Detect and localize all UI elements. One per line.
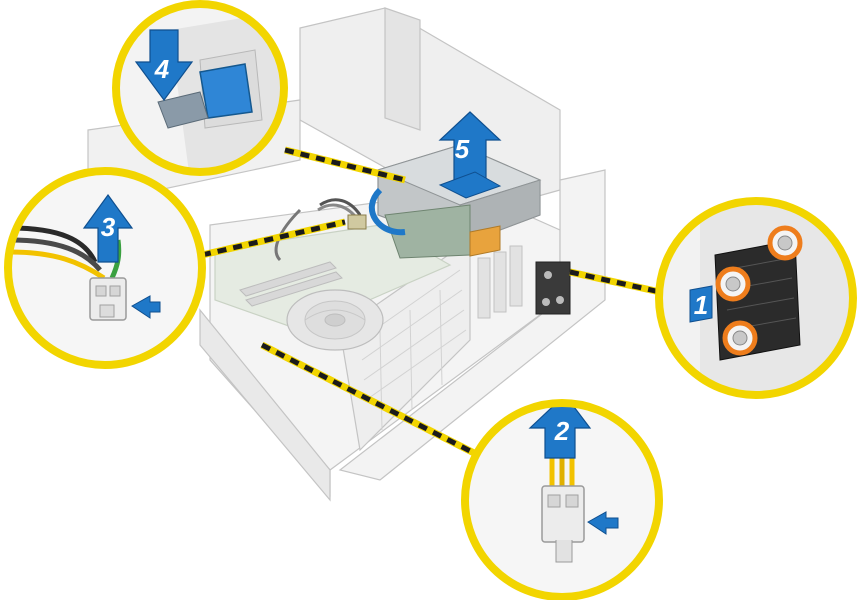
psu-blue-cable: [368, 187, 406, 236]
callout-step-1: 1: [655, 197, 857, 399]
step-3-press-arrow: [131, 295, 161, 319]
callout-step-3: 3: [4, 167, 206, 369]
step-5-label: 5: [455, 134, 470, 164]
step-1-label: 1: [694, 290, 708, 320]
psu-screw-2: [767, 225, 803, 261]
callout-step-4: 4: [112, 0, 288, 176]
memory-slots: [239, 261, 337, 297]
psu-screw-1: [715, 266, 751, 302]
leader-step-4: [284, 146, 406, 184]
psu-rear-screw-area: [535, 261, 571, 315]
step-4-label: 4: [154, 54, 170, 84]
psu-release-tab: [199, 63, 253, 119]
motherboard: [214, 224, 452, 331]
leader-step-1: [569, 268, 661, 296]
callout-leaders: [201, 146, 661, 459]
chassis-bottom-face: [199, 308, 331, 502]
step-4-arrow: 4: [134, 29, 194, 102]
drive-cage-grid: [359, 269, 467, 431]
step-2-label: 2: [554, 416, 570, 446]
expansion-slot-covers: [477, 245, 523, 319]
leader-step-3: [201, 218, 346, 259]
chassis-rear-bracket: [384, 7, 421, 131]
step-3-power-connector: [89, 277, 127, 321]
step-2-arrow: 2: [528, 403, 592, 459]
step-5-arrow: 5: [438, 111, 502, 199]
step-3-arrow: 3: [82, 193, 134, 263]
step-2-power-connector: [541, 485, 585, 563]
leader-step-2: [260, 341, 480, 459]
step-3-label: 3: [101, 212, 116, 242]
motherboard-connector: [347, 214, 367, 230]
psu-bracket: [469, 225, 501, 257]
psu-screw-3: [722, 320, 758, 356]
callout-step-2: 2: [461, 399, 663, 600]
step-1-badge: 1: [689, 285, 713, 323]
cpu-fan: [286, 289, 384, 351]
step-2-press-arrow: [587, 511, 619, 535]
